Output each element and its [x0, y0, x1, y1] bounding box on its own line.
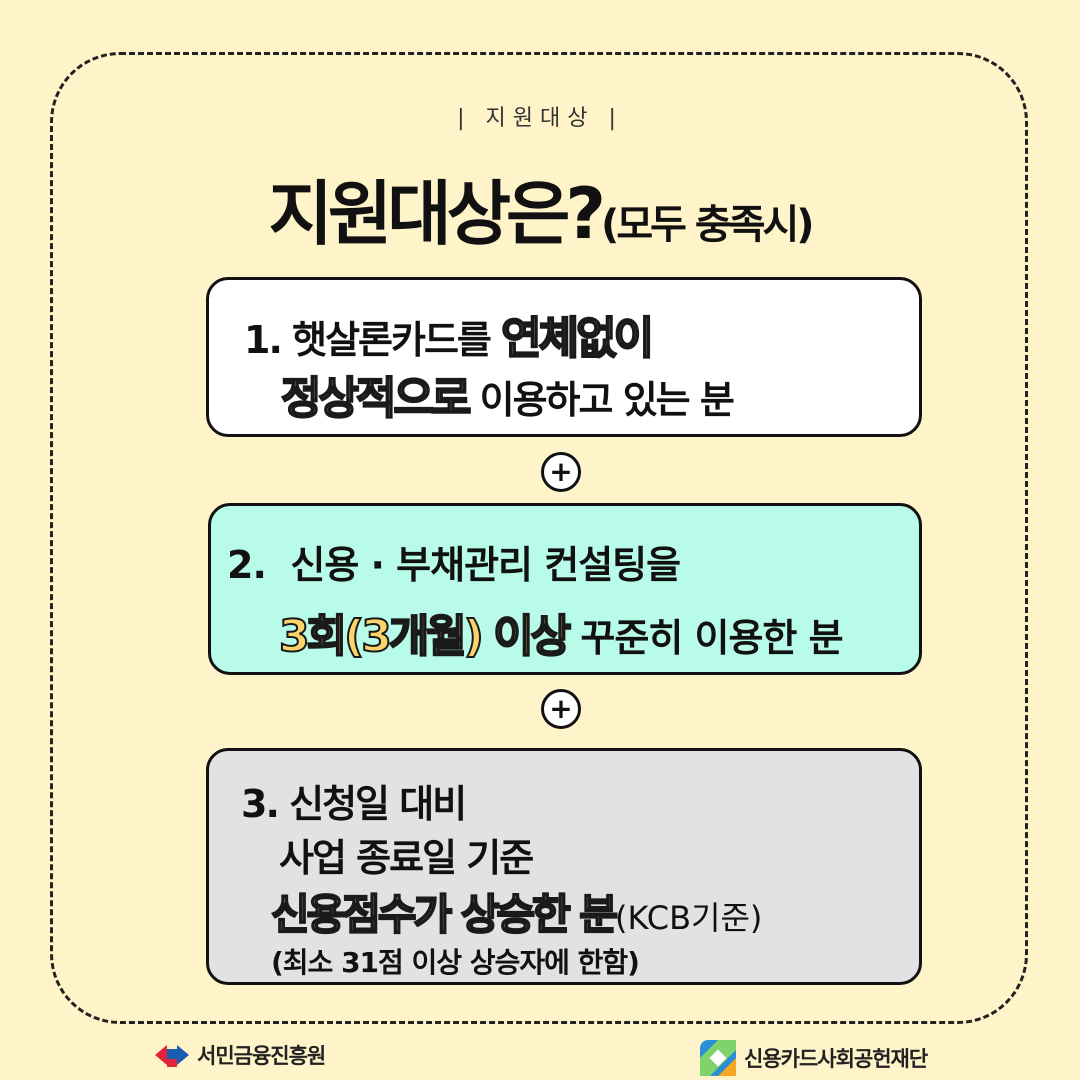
criteria-3-line-2: 사업 종료일 기준: [279, 836, 534, 880]
criteria-2-text: 신용 · 부채관리 컨설팅을: [290, 543, 681, 587]
page-title: 지원대상은?(모두 충족시): [0, 158, 1080, 259]
section-eyebrow: | 지원대상 |: [457, 106, 623, 131]
kinfa-logo: 서민금융진흥원: [155, 1040, 326, 1070]
criteria-3-line-4: (최소 31점 이상 상승자에 한함): [271, 946, 640, 979]
page-title-sub: (모두 충족시): [601, 202, 814, 248]
dashed-frame: [50, 52, 1028, 1024]
criteria-3-highlight: 신용점수가 상승한 분: [270, 889, 619, 940]
criteria-3-note: (KCB기준): [615, 899, 763, 937]
plus-icon: +: [541, 452, 581, 492]
criteria-card-3: 3. 신청일 대비 사업 종료일 기준 신용점수가 상승한 분(KCB기준) (…: [206, 748, 922, 985]
criteria-3-line-3: 신용점수가 상승한 분(KCB기준): [270, 881, 763, 942]
criteria-2-text-tail: 꾸준히 이용한 분: [568, 616, 843, 660]
criteria-2-line-1: 2. 신용 · 부채관리 컨설팅을: [227, 534, 681, 589]
criteria-card-1: 1. 햇살론카드를 연체없이 정상적으로 이용하고 있는 분: [206, 277, 922, 437]
criteria-2-line-2: 3회(3개월) 이상 꾸준히 이용한 분: [278, 600, 844, 664]
credit-card-foundation-logo-text: 신용카드사회공헌재단: [744, 1047, 928, 1071]
credit-card-foundation-logo: 신용카드사회공헌재단: [700, 1040, 928, 1076]
kinfa-logo-text: 서민금융진흥원: [197, 1044, 326, 1068]
criteria-card-2: 2. 신용 · 부채관리 컨설팅을 3회(3개월) 이상 꾸준히 이용한 분: [208, 503, 922, 675]
criteria-1-highlight-a: 연체없이: [500, 312, 655, 365]
criteria-1-text-tail: 이용하고 있는 분: [468, 378, 735, 422]
criteria-2-number: 2.: [227, 543, 267, 587]
plus-icon: +: [541, 689, 581, 729]
criteria-2-highlight: 3회(3개월) 이상: [278, 610, 572, 663]
kinfa-logo-icon: [155, 1045, 189, 1067]
criteria-1-number: 1.: [244, 318, 283, 362]
criteria-3-text-1: 신청일 대비: [289, 782, 467, 826]
criteria-1-line-2: 정상적으로 이용하고 있는 분: [280, 362, 735, 426]
page-title-main: 지원대상은?: [268, 173, 606, 255]
criteria-1-line-1: 1. 햇살론카드를 연체없이: [244, 302, 655, 366]
credit-card-foundation-logo-icon: [700, 1040, 736, 1076]
criteria-1-highlight-b: 정상적으로: [280, 372, 472, 425]
criteria-1-text: 햇살론카드를: [292, 318, 502, 362]
criteria-3-number: 3.: [241, 782, 280, 826]
criteria-3-line-1: 3. 신청일 대비: [241, 773, 467, 828]
